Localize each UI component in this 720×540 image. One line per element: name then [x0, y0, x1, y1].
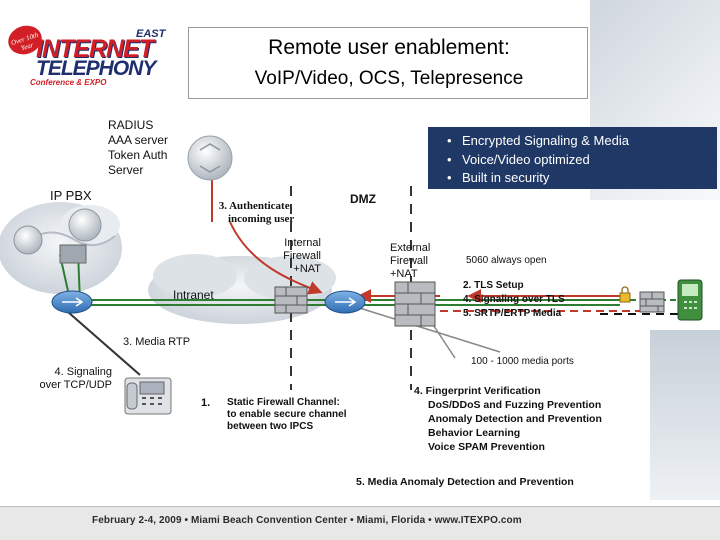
internal-firewall-line: Firewall	[283, 250, 321, 262]
firewall-icon	[274, 286, 308, 314]
media-anomaly-label: 5. Media Anomaly Detection and Preventio…	[356, 476, 574, 488]
slide-title: Remote user enablement: VoIP/Video, OCS,…	[188, 27, 588, 99]
ip-pbx-label: IP PBX	[50, 188, 92, 203]
fingerprint-line: Voice SPAM Prevention	[428, 441, 545, 453]
tls-step: 5. SRTP/ERTP Media	[463, 308, 562, 319]
footer-bar: February 2-4, 2009 • Miami Beach Convent…	[0, 506, 720, 540]
static-channel-label: Static Firewall Channel: to enable secur…	[227, 397, 347, 433]
media-ports-label: 100 - 1000 media ports	[471, 356, 574, 367]
tls-step: 2. TLS Setup	[463, 280, 524, 291]
signaling-tcp-line: 4. Signaling	[54, 366, 113, 378]
static-channel-line: to enable secure channel	[227, 409, 347, 420]
fingerprint-line: Anomaly Detection and Prevention	[428, 413, 602, 425]
fingerprint-line: 4. Fingerprint Verification	[414, 385, 541, 397]
logo-telephony: TELEPHONY	[36, 57, 156, 80]
external-firewall-line: Firewall	[390, 255, 428, 267]
media-rtp-label: 3. Media RTP	[121, 336, 193, 349]
internal-firewall-line: Internal	[284, 237, 321, 249]
radius-label: RADIUS AAA server Token Auth Server	[108, 118, 168, 178]
fingerprint-line: Behavior Learning	[428, 427, 521, 439]
authenticate-label: 3. Authenticate incoming user	[214, 200, 295, 226]
router-icon	[51, 290, 93, 314]
signaling-tcp-label: 4. Signaling over TCP/UDP	[20, 366, 112, 392]
step-1-number: 1.	[201, 397, 211, 409]
external-firewall-label: External Firewall +NAT	[390, 242, 430, 281]
logo-conference: Conference & EXPO	[30, 78, 107, 87]
phone-link-line	[59, 304, 141, 376]
radius-label-line: AAA server	[108, 133, 169, 147]
feature-item: Built in security	[447, 169, 717, 188]
static-channel-line: Static Firewall Channel:	[227, 397, 340, 408]
fingerprint-line: DoS/DDoS and Fuzzing Prevention	[428, 399, 602, 411]
firewall-icon	[394, 281, 436, 327]
title-line-1: Remote user enablement:	[268, 36, 510, 59]
decorative-digits-panel-lower	[650, 330, 720, 500]
footer-text: February 2-4, 2009 • Miami Beach Convent…	[92, 515, 522, 526]
logo-east: EAST	[136, 28, 166, 40]
firewall-icon	[639, 291, 665, 313]
fingerprint-label: 4. Fingerprint Verification DoS/DDoS and…	[414, 384, 602, 454]
feature-list-box: Encrypted Signaling & Media Voice/Video …	[428, 127, 717, 189]
feature-item: Voice/Video optimized	[447, 151, 717, 170]
internal-firewall-label: Internal Firewall +NAT	[276, 237, 321, 276]
ip-phone-icon	[124, 377, 172, 415]
external-firewall-line: +NAT	[390, 268, 418, 280]
tls-step: 4. Signaling over TLS	[463, 294, 565, 305]
authenticate-line: incoming user	[228, 213, 295, 225]
title-line-2: VoIP/Video, OCS, Telepresence	[254, 68, 524, 89]
signaling-tcp-line: over TCP/UDP	[39, 379, 112, 391]
static-channel-line: between two IPCS	[227, 421, 314, 432]
authenticate-arrow	[229, 221, 323, 295]
tls-steps-label: 2. TLS Setup 4. Signaling over TLS 5. SR…	[463, 279, 565, 321]
mobile-phone-icon	[677, 279, 703, 321]
conference-logo: Over 10th Year EAST INTERNET TELEPHONY C…	[4, 21, 190, 87]
port-5060-label: 5060 always open	[466, 255, 547, 266]
lock-icon	[619, 286, 631, 303]
internal-firewall-line: +NAT	[293, 263, 321, 275]
radius-label-line: Server	[108, 163, 144, 177]
logo-internet: INTERNET	[36, 35, 154, 63]
external-firewall-line: External	[390, 242, 431, 254]
intranet-label: Intranet	[173, 288, 214, 302]
dmz-label: DMZ	[350, 192, 376, 206]
ip-pbx-icon	[13, 208, 102, 264]
radius-label-line: RADIUS	[108, 118, 154, 132]
authenticate-line: 3. Authenticate	[218, 200, 290, 212]
media-port-line	[349, 304, 501, 353]
radius-label-line: Token Auth	[108, 148, 168, 162]
router-icon	[324, 290, 366, 314]
feature-item: Encrypted Signaling & Media	[447, 132, 717, 151]
server-icon	[187, 135, 233, 181]
